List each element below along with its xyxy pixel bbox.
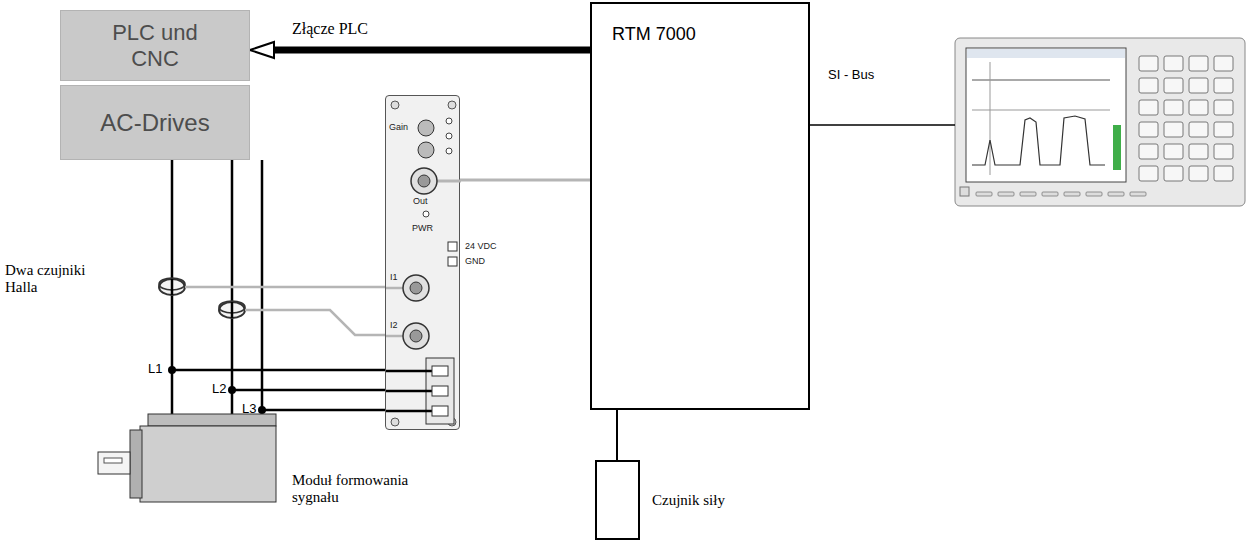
motor-shaft bbox=[98, 452, 130, 474]
interface-arrow bbox=[274, 47, 590, 54]
part-label: I1 bbox=[390, 272, 398, 282]
junction-dot bbox=[228, 386, 236, 394]
motor bbox=[98, 414, 276, 502]
motor-wires bbox=[172, 160, 385, 418]
module-part bbox=[403, 275, 429, 301]
signal-label: SI - Bus bbox=[828, 68, 874, 83]
hall-ring bbox=[219, 302, 245, 318]
module-part bbox=[432, 366, 448, 376]
part-label: I2 bbox=[390, 320, 398, 330]
phase-wire bbox=[261, 160, 264, 418]
shaft-key bbox=[104, 458, 122, 463]
sensor-cable bbox=[185, 286, 385, 289]
junction-dot bbox=[258, 406, 266, 414]
box-title: AC-Drives bbox=[100, 109, 209, 137]
hall-sensor bbox=[159, 278, 245, 318]
keypad bbox=[1136, 54, 1236, 186]
signal-line bbox=[616, 410, 618, 460]
plot-curve bbox=[972, 116, 1105, 165]
bus-line bbox=[810, 124, 955, 126]
module-part bbox=[403, 323, 429, 349]
plot-line bbox=[972, 80, 1110, 81]
module-artwork bbox=[386, 96, 461, 431]
junction-dot bbox=[168, 366, 176, 374]
sensor-cable bbox=[245, 310, 385, 335]
phase-wire bbox=[231, 302, 234, 318]
drive-box: AC-Drives bbox=[60, 85, 250, 160]
tap-wire bbox=[262, 409, 385, 412]
module-part bbox=[432, 406, 448, 416]
phase-wire bbox=[171, 279, 174, 295]
hall-ring bbox=[159, 279, 185, 295]
controller-box: PLC und CNC bbox=[60, 10, 250, 81]
module-part bbox=[448, 257, 457, 266]
module-part bbox=[448, 101, 456, 109]
signal-label: L2 bbox=[212, 382, 226, 397]
module-part bbox=[391, 418, 399, 426]
motor-body bbox=[140, 426, 276, 502]
box-title: PLC und CNC bbox=[105, 20, 205, 71]
plot-axis bbox=[990, 62, 991, 175]
connector-label: Złącze PLC bbox=[292, 20, 368, 38]
button bbox=[960, 187, 969, 196]
level-bar bbox=[1113, 125, 1121, 170]
signal-line bbox=[460, 179, 590, 182]
force-sensor: Czujnik siły bbox=[595, 460, 640, 540]
module-part bbox=[423, 211, 429, 217]
display-unit bbox=[955, 38, 1245, 206]
softkeys bbox=[973, 188, 1149, 198]
module-part bbox=[411, 168, 437, 194]
wire-stub bbox=[437, 180, 461, 183]
tap-wire bbox=[172, 369, 385, 372]
wire-stub bbox=[386, 390, 432, 393]
part-label: Out bbox=[413, 196, 428, 206]
wire-stub bbox=[386, 410, 432, 413]
phase-wire bbox=[231, 160, 234, 418]
part-label: Gain bbox=[389, 122, 408, 132]
module-part bbox=[410, 330, 422, 342]
module-part bbox=[432, 386, 448, 396]
part-label: Czujnik siły bbox=[652, 492, 725, 509]
module-part bbox=[418, 120, 434, 136]
module-part bbox=[391, 101, 399, 109]
signal-label: L3 bbox=[242, 402, 256, 417]
display-screen bbox=[966, 48, 1126, 182]
motor-flange bbox=[130, 430, 142, 498]
part-label: GND bbox=[465, 256, 485, 266]
wire-stub bbox=[386, 370, 432, 373]
signal-label: L1 bbox=[148, 362, 162, 377]
display-frame bbox=[955, 38, 1245, 206]
wire-stub bbox=[386, 287, 403, 290]
screen-header bbox=[967, 49, 1125, 58]
part-label: 24 VDC bbox=[465, 241, 497, 251]
monitor-box: RTM 7000 bbox=[590, 2, 810, 410]
module-part bbox=[410, 282, 422, 294]
caption-label: Moduł formowania sygnału bbox=[292, 472, 427, 507]
caption-label: Dwa czujniki Halla bbox=[5, 262, 100, 297]
tap-wire bbox=[232, 389, 385, 392]
phase-wire bbox=[171, 160, 174, 418]
part-label: PWR bbox=[412, 223, 433, 233]
module-part bbox=[446, 133, 452, 139]
box-title: RTM 7000 bbox=[612, 24, 788, 45]
module-part bbox=[446, 118, 452, 124]
plot-line bbox=[972, 110, 1110, 111]
module-part bbox=[446, 148, 452, 154]
wire-stub bbox=[386, 335, 403, 338]
module-part bbox=[418, 175, 430, 187]
module-part bbox=[448, 242, 457, 251]
signal-module: GainOutPWR24 VDCGNDI1I2 bbox=[385, 95, 460, 430]
module-part bbox=[418, 142, 434, 158]
motor-top bbox=[148, 414, 276, 426]
